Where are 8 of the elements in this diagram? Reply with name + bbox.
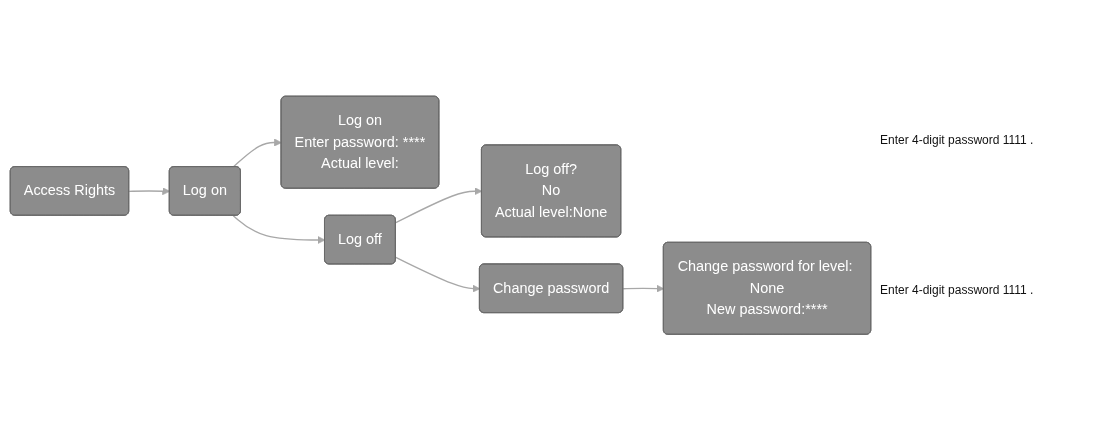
arrow bbox=[394, 256, 480, 293]
arrow bbox=[394, 187, 482, 224]
note-text: Enter 4-digit password 1111 . bbox=[880, 133, 1035, 147]
arrow bbox=[232, 214, 325, 244]
arrow bbox=[622, 284, 664, 293]
arrow bbox=[232, 138, 282, 168]
note-text: Enter 4-digit password 1111 . bbox=[880, 283, 1035, 297]
arrow bbox=[128, 187, 170, 195]
